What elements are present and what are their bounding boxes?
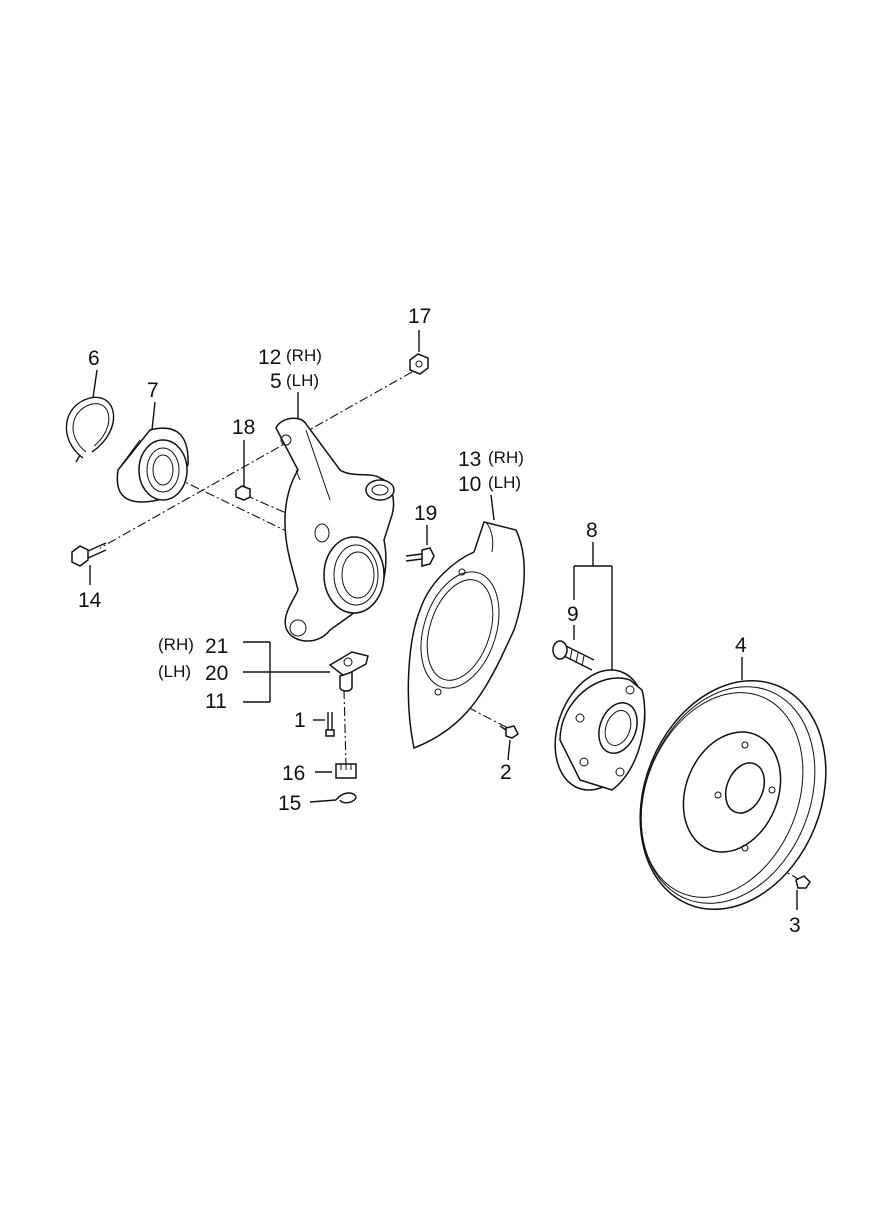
steering-knuckle-part — [275, 417, 395, 642]
callout-12: 12 — [258, 346, 281, 369]
callout-20: 20 — [205, 662, 228, 685]
castle-nut-part — [335, 763, 357, 779]
callout-14: 14 — [78, 589, 102, 612]
callout-10: 10 — [458, 473, 481, 496]
callout-20-side: (LH) — [158, 662, 191, 681]
callout-5: 5 — [270, 370, 282, 393]
ball-joint-part — [328, 651, 369, 692]
brake-disc-part — [639, 679, 827, 911]
callout-19: 19 — [414, 502, 437, 525]
bolt-14-part — [71, 542, 107, 567]
callout-21-side: (RH) — [158, 635, 194, 654]
callout-5-side: (LH) — [286, 371, 319, 390]
callout-8: 8 — [586, 519, 598, 542]
callout-12-side: (RH) — [286, 346, 322, 365]
hub-part — [554, 669, 646, 791]
cotter-pin-part — [335, 792, 357, 804]
wheel-bearing-part — [116, 427, 189, 503]
bolt-19-part — [405, 547, 435, 567]
hub-bolt-part — [552, 640, 595, 671]
bolt-18-part — [235, 485, 251, 501]
screw-2-part — [499, 725, 519, 739]
screw-3-part — [795, 875, 811, 889]
bolt-1-part — [325, 712, 335, 737]
callout-2: 2 — [500, 761, 512, 784]
callout-7: 7 — [147, 379, 159, 402]
callout-4: 4 — [735, 634, 747, 657]
dust-cover-part — [407, 521, 525, 750]
callout-17: 17 — [408, 305, 431, 328]
callout-13: 13 — [458, 448, 481, 471]
callout-9: 9 — [567, 603, 579, 626]
callout-16: 16 — [282, 762, 305, 785]
callout-labels: 17 12 (RH) 5 (LH) 6 7 18 13 (RH) 10 (LH)… — [78, 305, 801, 937]
nut-17-part — [409, 353, 429, 375]
callout-3: 3 — [789, 914, 801, 937]
callout-15: 15 — [278, 792, 301, 815]
callout-21: 21 — [205, 635, 228, 658]
callout-10-side: (LH) — [488, 473, 521, 492]
callout-18: 18 — [232, 416, 255, 439]
callout-13-side: (RH) — [488, 448, 524, 467]
snap-ring-part — [65, 396, 115, 463]
callout-1: 1 — [294, 709, 306, 732]
callout-6: 6 — [88, 347, 100, 370]
callout-11: 11 — [205, 690, 227, 713]
